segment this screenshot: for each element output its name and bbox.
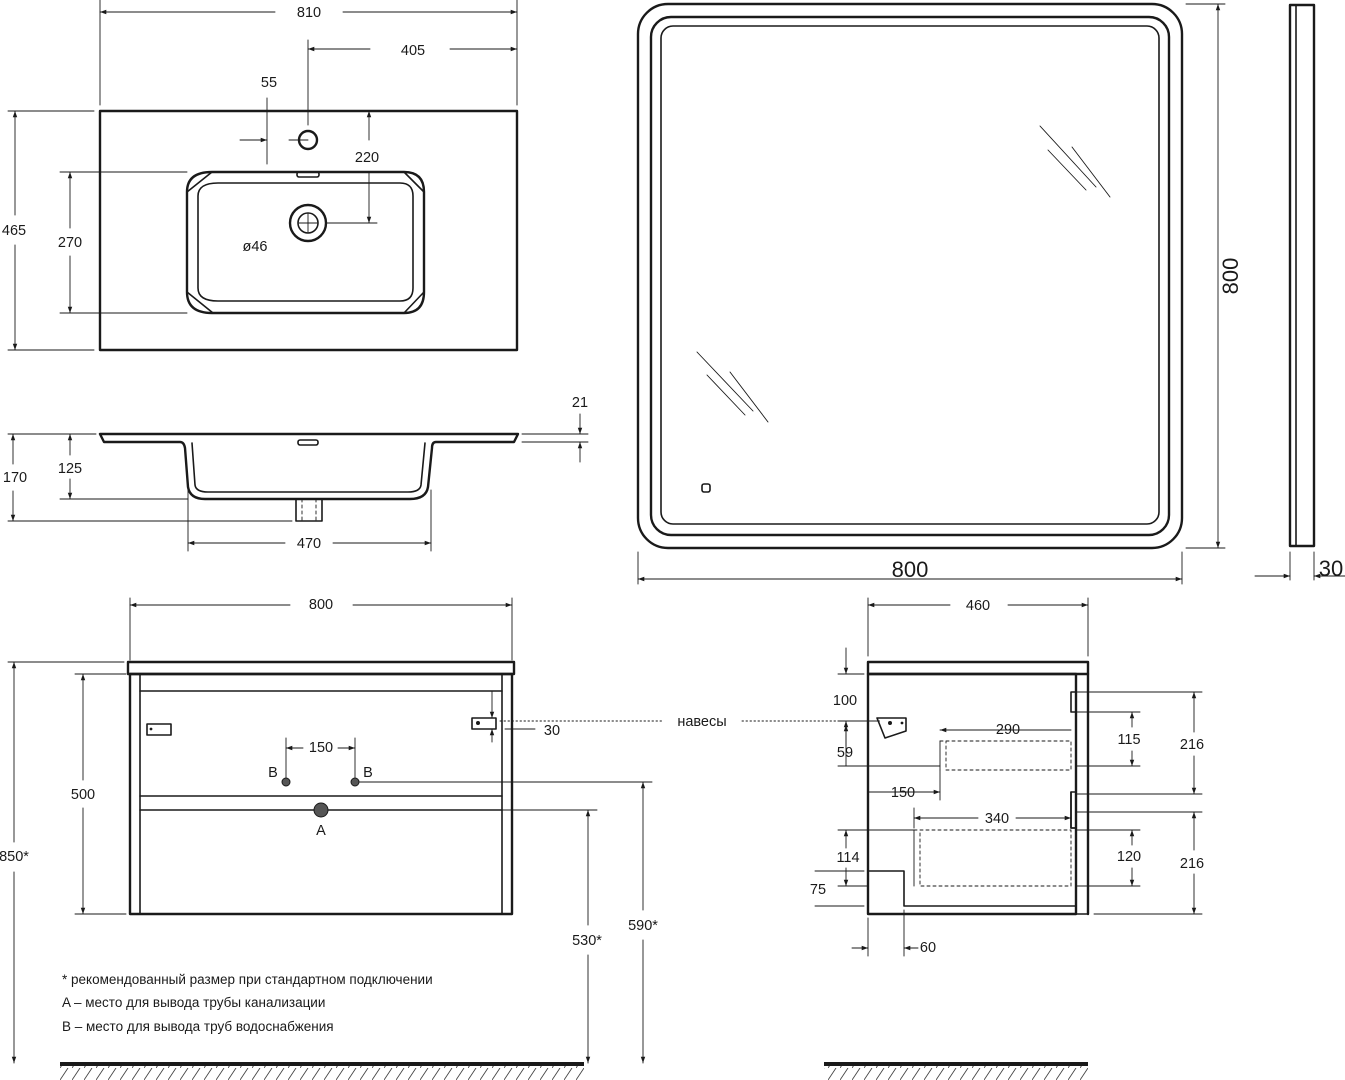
dim-drain-diameter: ø46 — [243, 239, 268, 255]
mirror-side-view: 30 — [1254, 3, 1345, 581]
dim-basin-depth: 465 — [2, 223, 26, 239]
cabinet-front-view: 800 500 850* 30 150 B B A 530* 590* наве… — [0, 597, 881, 1080]
notes: * рекомендованный размер при стандартном… — [62, 972, 433, 1034]
dim-basin-half-width: 405 — [401, 43, 425, 59]
label-drain-pipe: A — [316, 823, 326, 839]
dim-tap-to-drain: 220 — [355, 150, 379, 166]
dim-water-height: 590* — [628, 918, 658, 934]
dim-pipes-spacing: 150 — [309, 740, 333, 756]
side-hanger — [876, 717, 907, 739]
note-drain-pipe: A – место для вывода трубы канализации — [62, 995, 325, 1010]
dim-side-120: 120 — [1117, 849, 1141, 865]
dim-side-114: 114 — [836, 850, 859, 866]
drain-pipe-a — [313, 802, 329, 818]
water-pipe-b-right — [350, 777, 360, 787]
dim-side-depth: 460 — [966, 598, 990, 614]
basin-bowl-outer — [185, 170, 426, 315]
dim-side-216-lower: 216 — [1180, 856, 1204, 872]
mirror-glass — [660, 25, 1160, 525]
hanger-left — [146, 723, 172, 736]
dim-side-59: 59 — [837, 745, 853, 761]
dim-side-290: 290 — [996, 722, 1020, 738]
dim-side-340: 340 — [985, 811, 1009, 827]
note-recommended: * рекомендованный размер при стандартном… — [62, 972, 433, 987]
dim-cabinet-width: 800 — [309, 597, 333, 613]
cabinet-body — [128, 672, 514, 916]
mirror-side-profile — [1288, 3, 1316, 548]
dim-basin-width: 810 — [297, 5, 321, 21]
dim-side-60: 60 — [920, 940, 936, 956]
dim-bowl-depth: 270 — [58, 235, 82, 251]
side-countertop — [866, 660, 1090, 676]
hanger-right — [471, 717, 497, 730]
dim-side-115: 115 — [1117, 732, 1140, 748]
dim-tap-offset: 55 — [261, 75, 277, 91]
touch-switch-icon[interactable] — [701, 483, 711, 493]
dim-hanger-offset: 30 — [544, 723, 560, 739]
dim-side-216-upper: 216 — [1180, 737, 1204, 753]
dim-bowl-height: 125 — [58, 461, 82, 477]
dim-mirror-height: 800 — [1218, 258, 1243, 295]
mirror-outer-frame — [636, 2, 1184, 550]
dim-drain-height: 530* — [572, 933, 602, 949]
dim-cabinet-height: 500 — [71, 787, 95, 803]
label-water-pipe-right: B — [363, 765, 373, 781]
basin-profile-outer — [98, 432, 520, 501]
cabinet-countertop — [126, 660, 516, 676]
dim-mirror-width: 800 — [892, 557, 929, 582]
label-water-pipe-left: B — [268, 765, 278, 781]
dim-slab-thickness: 21 — [572, 395, 588, 411]
mirror-front-view: 800 800 — [636, 2, 1243, 585]
basin-outline — [98, 109, 519, 352]
water-pipe-b-left — [281, 777, 291, 787]
cabinet-side-view: 460 100 59 290 115 216 150 340 120 216 1… — [810, 597, 1204, 1080]
basin-top-view: 810 405 55 220 465 270 ø46 — [2, 0, 519, 352]
mirror-led-frame — [649, 15, 1171, 537]
dim-side-150: 150 — [891, 785, 915, 801]
dim-bowl-width: 470 — [297, 536, 321, 552]
dim-side-75: 75 — [810, 882, 826, 898]
dim-mirror-thickness: 30 — [1319, 556, 1343, 581]
basin-side-view: 21 170 125 470 — [3, 395, 589, 552]
basin-bowl-inner — [197, 182, 414, 302]
overflow-slot — [296, 171, 320, 178]
dim-total-height: 850* — [0, 849, 29, 865]
drain-inner — [297, 212, 319, 234]
dim-basin-height: 170 — [3, 470, 27, 486]
dim-side-100: 100 — [833, 693, 857, 709]
label-hangers: навесы — [677, 714, 726, 730]
note-water-pipes: B – место для вывода труб водоснабжения — [62, 1019, 334, 1034]
